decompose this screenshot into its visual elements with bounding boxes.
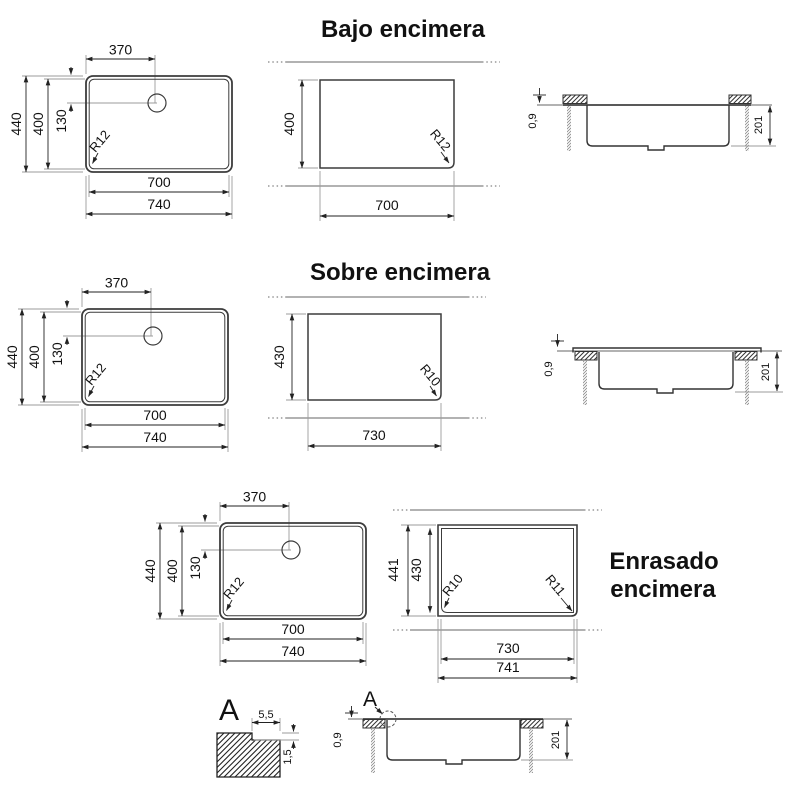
cutout-radius-label: R10	[417, 361, 444, 389]
dim-cutout-height-label: 430	[271, 345, 287, 369]
countertop-right	[520, 719, 544, 729]
dim-hole-x-label: 370	[105, 275, 129, 291]
cutout-radius-label: R12	[427, 126, 454, 154]
wall-hatch-right	[529, 729, 533, 773]
title-enrasado-line2: encimera	[610, 576, 716, 603]
dim-notch-depth-label: 1,5	[282, 749, 294, 764]
countertop-left	[562, 94, 588, 104]
dim-outer-width-label: 740	[281, 643, 305, 659]
wall-hatch-left	[567, 104, 571, 151]
corner-radius-label: R12	[86, 127, 113, 155]
dim-hole-x-label: 370	[109, 42, 133, 58]
dim-outer-height-label: 440	[4, 345, 20, 369]
dim-bowl-depth-label: 201	[550, 731, 562, 749]
wall-hatch-right	[745, 361, 749, 405]
dim-rim-thickness-label: 0,9	[527, 113, 539, 128]
dim-hole-y-label: 130	[49, 342, 65, 366]
sink-bowl-profile	[586, 105, 730, 151]
dim-cutout-width-label: 730	[362, 427, 386, 443]
dim-bowl-depth-label: 201	[753, 116, 765, 134]
sink-bowl-profile	[386, 720, 521, 765]
title-bajo-encimera: Bajo encimera	[321, 16, 486, 43]
cutout-view-bajo: 400 R12 700	[268, 61, 500, 221]
sink-rim-profile	[572, 347, 762, 353]
detail-callout-circle	[379, 710, 397, 728]
countertop-right	[728, 94, 752, 104]
dim-inner-height-label: 400	[26, 345, 42, 369]
dim-outer-height-label: 440	[142, 559, 158, 583]
radius-right-label: R11	[542, 572, 568, 599]
dim-rim-thickness-label: 0,9	[543, 361, 555, 376]
dim-hole-y-label: 130	[187, 556, 203, 580]
countertop-left	[574, 351, 598, 361]
wall-hatch-left	[583, 361, 587, 405]
dim-outer-height-label: 441	[385, 558, 401, 582]
dim-bowl-depth-label: 201	[760, 363, 772, 381]
cutout-view-sobre: 430 R10 730	[268, 296, 486, 451]
dim-rim-thickness-label: 0,9	[332, 732, 344, 747]
dim-cutout-width-label: 700	[375, 197, 399, 213]
dim-inner-width-label: 730	[496, 640, 520, 656]
cross-section-enrasado: A 0,9 201	[332, 688, 573, 773]
countertop-left	[362, 719, 386, 729]
dim-hole-x-label: 370	[243, 489, 267, 505]
dim-outer-width-label: 740	[143, 429, 167, 445]
dim-inner-width-label: 700	[143, 407, 167, 423]
sink-bowl-profile	[598, 352, 734, 394]
plan-view-enrasado: 370 130 400 440 R12 700 740	[142, 489, 366, 667]
dim-inner-width-label: 700	[281, 621, 305, 637]
cross-section-bajo: 0,9 201	[527, 88, 776, 151]
dim-outer-width-label: 740	[147, 196, 171, 212]
dim-inner-height-label: 400	[30, 112, 46, 136]
dim-cutout-height-label: 400	[281, 112, 297, 136]
detail-label: A	[219, 694, 239, 727]
wall-hatch-left	[371, 729, 375, 773]
title-enrasado-line1: Enrasado	[609, 548, 718, 575]
plan-view-sobre: 370 130 400 440 R12 700 740	[4, 275, 228, 453]
radius-left-label: R10	[439, 571, 466, 599]
dim-inner-height-label: 430	[408, 558, 424, 582]
dim-outer-height-label: 440	[8, 112, 24, 136]
cross-section-sobre: 0,9 201	[543, 334, 783, 405]
dim-notch-width-label: 5,5	[258, 709, 273, 721]
dim-outer-width-label: 741	[496, 659, 520, 675]
detail-a: A 5,5 1,5	[216, 694, 299, 778]
dim-inner-height-label: 400	[164, 559, 180, 583]
wall-hatch-right	[745, 104, 749, 151]
countertop-right	[734, 351, 758, 361]
corner-radius-label: R12	[82, 360, 109, 388]
detail-callout-label: A	[363, 688, 377, 711]
dim-hole-y-label: 130	[53, 109, 69, 133]
corner-radius-label: R12	[220, 574, 247, 602]
plan-view-bajo: 370 130 400 440 R12 700 740	[8, 42, 232, 220]
dim-inner-width-label: 700	[147, 174, 171, 190]
cutout-view-enrasado: 441 430 R10 R11 730 741	[385, 509, 602, 683]
title-sobre-encimera: Sobre encimera	[310, 259, 491, 286]
